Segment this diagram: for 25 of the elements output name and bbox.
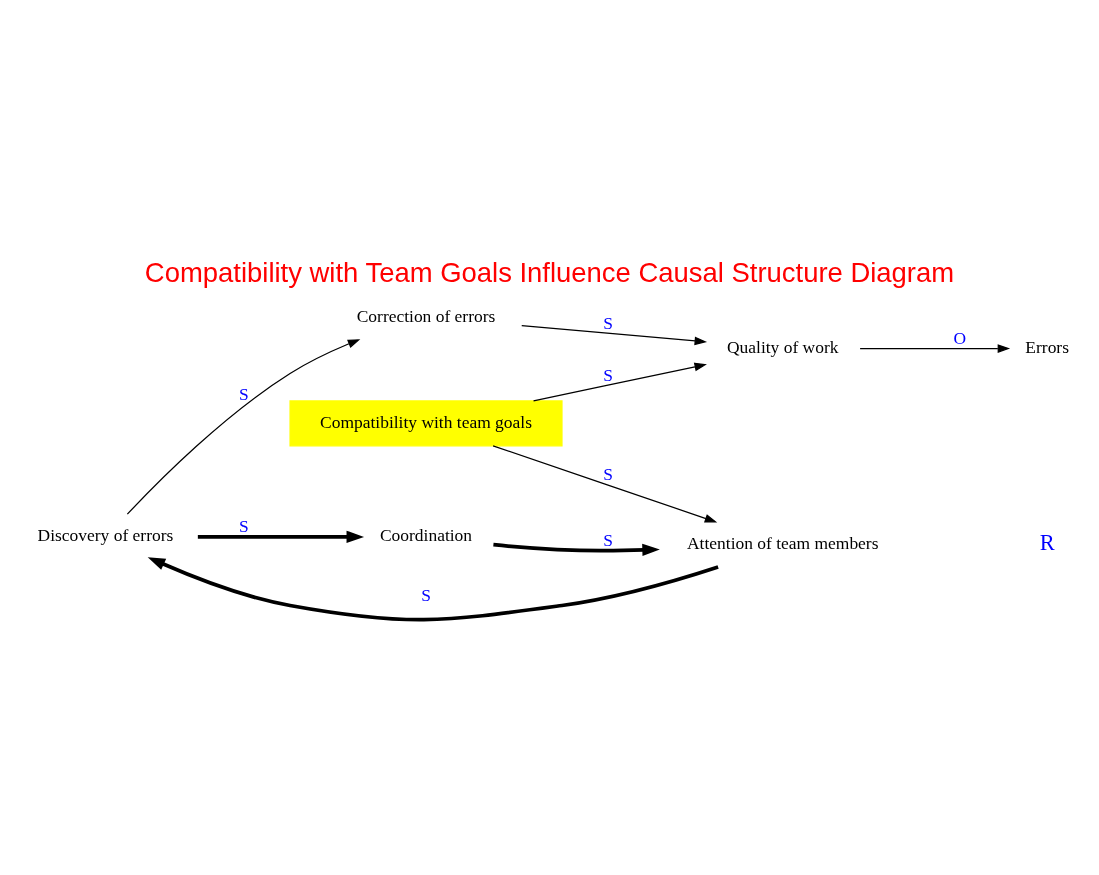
arrow <box>521 325 708 346</box>
arrow <box>859 344 1011 353</box>
node-text: Coordination <box>379 525 473 546</box>
node-text: Correction of errors <box>356 305 496 326</box>
edge-label: S <box>603 529 613 550</box>
arrow <box>197 530 365 543</box>
edge-label: S <box>421 584 431 605</box>
edge-label: S <box>239 516 249 537</box>
edge-label: S <box>603 365 613 386</box>
node-text: Discovery of errors <box>37 525 174 546</box>
edge-label: S <box>239 383 249 404</box>
arrow <box>532 362 707 402</box>
node-text: Quality of work <box>726 337 839 358</box>
arrow <box>147 557 719 622</box>
node-text: Errors <box>1025 337 1069 358</box>
edge-label: S <box>603 463 613 484</box>
edge-label: S <box>603 312 613 333</box>
diagram-title: Compatibility with Team Goals Influence Causal Structure Diagram <box>144 256 955 288</box>
arrow <box>126 339 361 515</box>
label: R <box>1039 529 1055 555</box>
node-box: Compatibility with team goals <box>289 400 563 447</box>
node-text: Attention of team members <box>687 532 879 553</box>
arrow <box>492 445 718 523</box>
edge-label: O <box>953 327 967 348</box>
arrow <box>493 542 660 557</box>
